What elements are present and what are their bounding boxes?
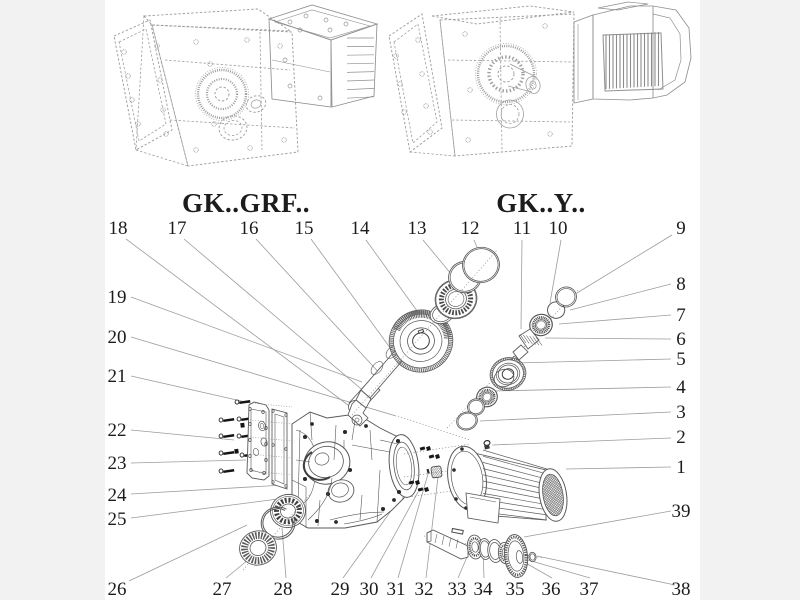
svg-text:38: 38 (672, 579, 691, 600)
svg-text:8: 8 (676, 274, 686, 295)
svg-text:10: 10 (549, 218, 568, 239)
svg-text:GK..GRF..: GK..GRF.. (182, 188, 310, 218)
svg-text:25: 25 (108, 509, 127, 530)
svg-text:13: 13 (408, 218, 427, 239)
svg-text:30: 30 (360, 579, 379, 600)
svg-text:19: 19 (108, 287, 127, 308)
svg-text:37: 37 (580, 579, 599, 600)
svg-text:26: 26 (108, 579, 127, 600)
svg-text:35: 35 (506, 579, 525, 600)
svg-text:31: 31 (387, 579, 406, 600)
svg-text:9: 9 (676, 218, 686, 239)
svg-text:15: 15 (295, 218, 314, 239)
svg-text:2: 2 (676, 427, 686, 448)
svg-text:GK..Y..: GK..Y.. (496, 188, 586, 218)
svg-text:6: 6 (676, 329, 686, 350)
svg-text:12: 12 (461, 218, 480, 239)
svg-text:21: 21 (108, 366, 127, 387)
svg-text:11: 11 (513, 218, 531, 239)
svg-text:24: 24 (108, 485, 128, 506)
svg-text:28: 28 (274, 579, 293, 600)
svg-text:20: 20 (108, 327, 127, 348)
svg-text:33: 33 (448, 579, 467, 600)
svg-text:16: 16 (240, 218, 259, 239)
svg-text:4: 4 (676, 377, 686, 398)
svg-text:17: 17 (168, 218, 187, 239)
svg-text:34: 34 (474, 579, 494, 600)
svg-text:39: 39 (672, 501, 691, 522)
svg-text:36: 36 (542, 579, 561, 600)
svg-text:32: 32 (415, 579, 434, 600)
svg-text:1: 1 (676, 457, 686, 478)
svg-text:5: 5 (676, 349, 686, 370)
svg-text:29: 29 (331, 579, 350, 600)
svg-text:7: 7 (676, 305, 686, 326)
svg-text:23: 23 (108, 453, 127, 474)
svg-text:3: 3 (676, 402, 686, 423)
svg-text:18: 18 (109, 218, 128, 239)
svg-text:14: 14 (351, 218, 371, 239)
svg-text:22: 22 (108, 420, 127, 441)
svg-text:27: 27 (213, 579, 232, 600)
